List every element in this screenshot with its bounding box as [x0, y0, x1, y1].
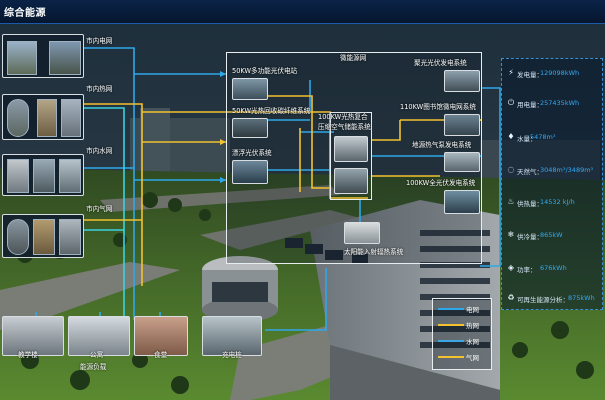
gas-icon: ◌ — [507, 165, 515, 174]
power-tower-image — [7, 41, 37, 75]
gas-pipe-image — [33, 219, 55, 255]
stat-generation: ⚡ 发电量： 129098kWh — [506, 68, 604, 80]
stat-consumption-value: 257435kWh — [540, 99, 580, 107]
heat-pipe-image — [37, 99, 57, 137]
floating-pv-tile[interactable] — [232, 160, 268, 184]
city-gas-network-label: 市内气网 — [86, 205, 113, 213]
stat-renewable-value: 875kWh — [568, 294, 595, 302]
stat-heating: ♨ 供热量： 14532 kJ/h — [507, 197, 575, 208]
header-bar: 综合能源 — [0, 0, 605, 24]
lightning-icon: ⚡ — [508, 68, 514, 77]
stat-generation-value: 129098kWh — [540, 69, 580, 77]
stat-consumption: ⏻ 用电量： 257435kWh — [507, 98, 580, 109]
stat-renewable: ♻ 可再生能源分析： 875kWh — [507, 293, 595, 304]
legend-heat-line — [438, 324, 464, 326]
legend-gas-label: 气网 — [466, 354, 479, 362]
stat-water: ♦ 水量： 5478m³ — [507, 132, 556, 143]
core-system-label-line1: 100KW光热复合 — [318, 113, 368, 121]
water-drop-icon: ♦ — [507, 132, 515, 141]
city-water-network-label: 市内水网 — [86, 147, 113, 155]
core-system-label-line2: 压缩空气储能系统 — [318, 123, 371, 131]
canteen-tile[interactable] — [134, 316, 188, 356]
cpv-label: 聚光光伏发电系统 — [414, 59, 467, 67]
microgrid-panel — [226, 52, 482, 264]
full-pv-label: 100KW全光伏发电系统 — [406, 179, 476, 187]
charging-pile-tile[interactable] — [202, 316, 262, 356]
core-storage-image — [334, 168, 368, 194]
city-heat-network-tile[interactable] — [2, 94, 84, 140]
canteen-label: 食堂 — [154, 351, 168, 359]
energy-load-caption: 能源负载 — [80, 363, 107, 371]
stat-cooling: ❄ 供冷量： 865kW — [507, 230, 563, 241]
city-water-network-tile[interactable] — [2, 154, 84, 196]
core-system-image — [334, 136, 368, 162]
heat-station-image — [61, 99, 81, 137]
legend-box — [432, 298, 492, 370]
water-pipe-image — [7, 159, 29, 193]
city-heat-network-label: 市内热网 — [86, 85, 113, 93]
city-power-grid-label: 市内电网 — [86, 37, 113, 45]
heat-icon: ♨ — [507, 197, 515, 206]
library-microgrid-tile[interactable] — [444, 114, 480, 136]
apartment-label: 公寓 — [90, 351, 104, 359]
stat-power: ◈ 功率： 676kWh — [507, 263, 567, 274]
legend-gas-line — [438, 356, 464, 358]
teaching-building-label: 教学楼 — [18, 351, 38, 359]
legend-power-label: 电网 — [466, 306, 479, 314]
pv-station-tile[interactable] — [232, 78, 268, 100]
plug-icon: ⏻ — [507, 98, 515, 107]
legend-water-line — [438, 340, 464, 342]
water-plant-image — [33, 159, 55, 193]
heat-pump-label: 地源热气泵发电系统 — [412, 141, 472, 149]
legend-water-label: 水网 — [466, 338, 479, 346]
stat-natural-gas: ◌ 天然气： 3048m³/3489m³ — [507, 165, 594, 176]
pv-station-label: 50KW多功能光伏电站 — [232, 67, 298, 75]
snowflake-icon: ❄ — [507, 230, 515, 239]
city-gas-network-tile[interactable] — [2, 214, 84, 258]
renewable-icon: ♻ — [507, 293, 515, 302]
teaching-building-tile[interactable] — [2, 316, 64, 356]
legend-heat-label: 热网 — [466, 322, 479, 330]
solar-thermal-tile[interactable] — [344, 222, 380, 244]
water-tank-image — [59, 159, 81, 193]
solar-thermal-label: 太阳能入射辐热系统 — [344, 248, 404, 256]
pv-thermal-label: 50KW光热回收碳纤维系统 — [232, 107, 311, 115]
legend-power-line — [438, 308, 464, 310]
stat-cooling-value: 865kW — [540, 231, 563, 239]
stat-heating-value: 14532 kJ/h — [540, 198, 575, 206]
page-title: 综合能源 — [4, 8, 46, 19]
cpv-tile[interactable] — [444, 70, 480, 92]
stat-water-value: 5478m³ — [530, 133, 556, 141]
gas-station-image — [7, 219, 29, 255]
stat-power-value: 676kWh — [540, 264, 567, 272]
core-system-box[interactable] — [330, 112, 372, 200]
apartment-tile[interactable] — [68, 316, 130, 356]
substation-image — [49, 41, 81, 75]
library-microgrid-label: 110KW图书馆微电网系统 — [400, 103, 476, 111]
stats-panel — [501, 58, 603, 310]
full-pv-tile[interactable] — [444, 190, 480, 214]
pv-thermal-tile[interactable] — [232, 118, 268, 138]
charging-pile-label: 充电桩 — [222, 351, 242, 359]
microgrid-title: 微能源网 — [340, 54, 367, 62]
floating-pv-label: 漂浮光伏系统 — [232, 149, 272, 157]
stat-natural-gas-value: 3048m³/3489m³ — [540, 166, 594, 174]
gas-tank-image — [59, 219, 81, 255]
power-icon: ◈ — [507, 263, 515, 272]
heat-pump-tile[interactable] — [444, 152, 480, 172]
heat-plant-image — [7, 99, 29, 137]
city-power-grid-tile[interactable] — [2, 34, 84, 78]
